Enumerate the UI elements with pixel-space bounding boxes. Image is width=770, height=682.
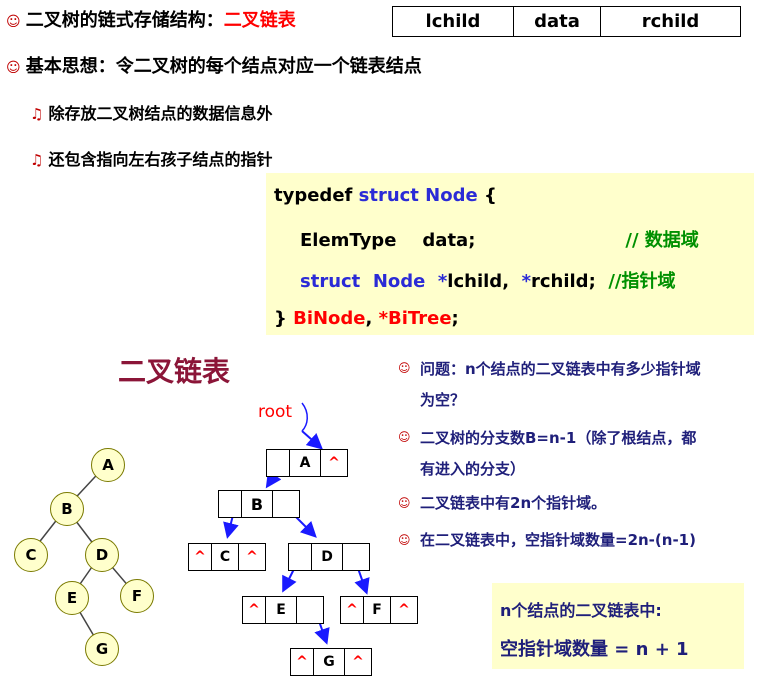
music-note-icon: ♫ <box>30 151 44 169</box>
code-data-field: data; <box>422 230 476 251</box>
list-node-a-data: A <box>290 450 321 476</box>
null-pointer: ^ <box>398 602 410 618</box>
tree-node-g: G <box>85 632 119 666</box>
music-note-icon: ♫ <box>30 105 44 123</box>
sub-bullet-2: ♫ 还包含指向左右孩子结点的指针 <box>30 146 273 170</box>
code-typedef: typedef <box>274 185 359 206</box>
code-struct-node-2: struct Node <box>300 271 438 292</box>
null-pointer: ^ <box>189 544 212 570</box>
smiley-bullet-icon: ☺ <box>398 496 411 510</box>
list-node-c-data: C <box>212 544 239 570</box>
code-lchild: lchild <box>447 271 503 292</box>
node-field-lchild: lchild <box>393 7 514 36</box>
smiley-bullet-icon: ☺ <box>398 430 411 444</box>
summary-box: n个结点的二叉链表中: 空指针域数量 = n + 1 <box>492 583 744 669</box>
code-comma: , <box>502 271 522 292</box>
null-pointer: ^ <box>352 654 364 670</box>
code-line-3: struct Node *lchild, *rchild; //指针域 <box>300 267 675 293</box>
bullet-1-highlight: 二叉链表 <box>223 10 296 31</box>
code-line-1: typedef struct Node { <box>274 185 497 206</box>
list-node-g-data: G <box>314 649 345 675</box>
question-line-2: 为空？ <box>420 391 466 409</box>
code-semicolon-2: ; <box>451 308 459 329</box>
code-rchild: rchild <box>530 271 589 292</box>
list-node-f-data: F <box>364 597 391 623</box>
bullet-2-text: 基本思想：令二叉树的每个结点对应一个链表结点 <box>25 56 422 77</box>
smiley-bullet-icon: ☺ <box>6 14 21 30</box>
section-title: 二叉链表 <box>118 355 231 388</box>
code-struct-node: struct Node <box>358 185 478 206</box>
node-structure-table: lchild data rchild <box>392 6 741 37</box>
list-node-b-data: B <box>242 491 273 517</box>
question-line-6: 在二叉链表中，空指针域数量=2n-(n-1) <box>420 531 696 549</box>
node-field-data: data <box>514 7 601 36</box>
smiley-bullet-icon: ☺ <box>398 361 411 375</box>
question-line-1: 问题：n个结点的二叉链表中有多少指针域 <box>420 360 701 378</box>
summary-line-2: 空指针域数量 = n + 1 <box>500 639 689 660</box>
list-node-e-data: E <box>266 597 297 623</box>
question-line-5: 二叉链表中有2n个指针域。 <box>420 494 607 512</box>
tree-node-d: D <box>85 538 119 572</box>
code-comment-data: // 数据域 <box>625 230 699 251</box>
tree-node-e: E <box>55 581 89 615</box>
bullet-1-text: 二叉树的链式存储结构： <box>25 10 224 31</box>
code-block: typedef struct Node { ElemType data; // 数据… <box>266 173 754 335</box>
bullet-2: ☺ 基本思想：令二叉树的每个结点对应一个链表结点 <box>6 52 422 78</box>
list-node-e: ^ E <box>242 596 324 624</box>
node-field-rchild: rchild <box>641 11 700 32</box>
list-node-b: B <box>218 490 300 518</box>
list-node-d-data: D <box>312 544 343 570</box>
question-line-4: 有进入的分支） <box>420 460 526 478</box>
code-comma-2: , <box>365 308 379 329</box>
sub-bullet-1: ♫ 除存放二叉树结点的数据信息外 <box>30 100 273 124</box>
null-pointer: ^ <box>341 597 364 623</box>
tree-node-a: A <box>91 448 125 482</box>
list-node-c: ^ C ^ <box>188 543 266 571</box>
tree-node-b: B <box>50 492 84 526</box>
null-pointer: ^ <box>328 455 340 471</box>
code-line-2: ElemType data; // 数据域 <box>300 226 699 252</box>
summary-line-1: n个结点的二叉链表中: <box>500 601 662 620</box>
code-pointer-1: * <box>437 271 448 292</box>
code-open-brace: { <box>477 185 497 206</box>
code-comment-pointer: //指针域 <box>608 271 676 292</box>
smiley-bullet-icon: ☺ <box>398 533 411 547</box>
code-bitree: *BiTree <box>378 308 452 329</box>
tree-node-f: F <box>120 579 154 613</box>
tree-node-c: C <box>14 538 48 572</box>
code-elemtype: ElemType <box>300 230 397 251</box>
null-pointer: ^ <box>291 649 314 675</box>
list-node-g: ^ G ^ <box>290 648 372 676</box>
sub-bullet-1-text: 除存放二叉树结点的数据信息外 <box>48 104 273 123</box>
list-node-a: A ^ <box>266 449 348 477</box>
code-semicolon: ; <box>588 271 609 292</box>
list-node-f: ^ F ^ <box>340 596 418 624</box>
question-line-3: 二叉树的分支数B=n-1（除了根结点，都 <box>420 429 697 447</box>
code-pointer-2: * <box>521 271 531 292</box>
bullet-1: ☺ 二叉树的链式存储结构：二叉链表 <box>6 6 296 32</box>
null-pointer: ^ <box>243 597 266 623</box>
code-line-4: } BiNode, *BiTree; <box>274 308 459 329</box>
root-label: root <box>258 402 293 422</box>
smiley-bullet-icon: ☺ <box>6 60 21 76</box>
list-node-d: D <box>288 543 370 571</box>
null-pointer: ^ <box>246 549 258 565</box>
sub-bullet-2-text: 还包含指向左右孩子结点的指针 <box>48 150 273 169</box>
code-binode: BiNode <box>293 308 366 329</box>
code-close-brace: } <box>274 308 294 329</box>
